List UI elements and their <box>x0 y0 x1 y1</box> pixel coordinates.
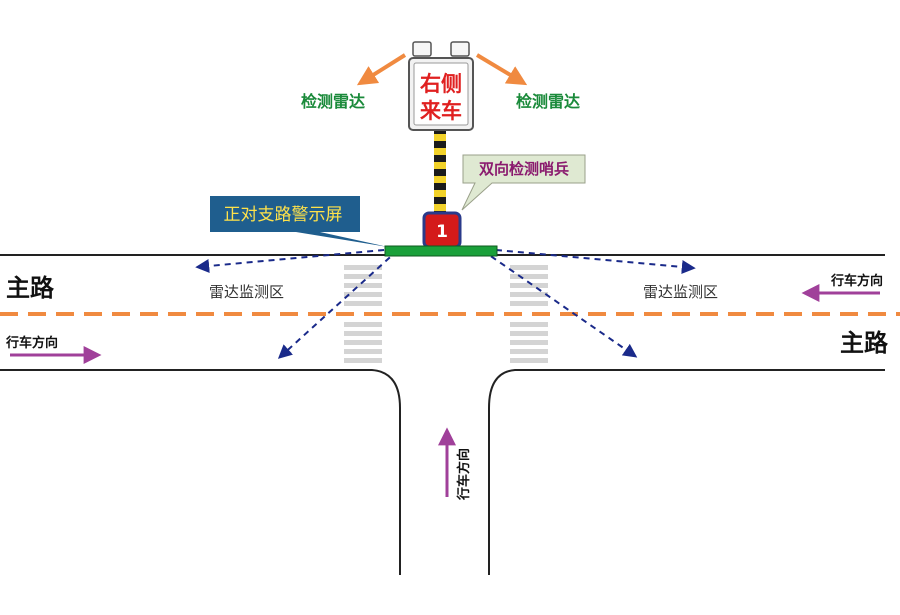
crosswalk-left <box>344 265 382 363</box>
direction-label-branch: 行车方向 <box>456 448 472 501</box>
main-road-bottom-right-edge <box>488 369 885 575</box>
radar-head-right <box>450 41 470 57</box>
radar-beams <box>195 248 696 359</box>
radar-left-arrow <box>356 53 407 86</box>
radar-right-label: 检测雷达 <box>516 92 580 111</box>
sign-line-1: 右侧 <box>420 72 462 96</box>
sign-line-2: 来车 <box>420 99 462 123</box>
radar-zone-label-right: 雷达监测区 <box>643 283 718 301</box>
main-road-label-left: 主路 <box>6 274 55 302</box>
screen-callout: 正对支路警示屏 <box>210 196 388 247</box>
radar-head-left <box>412 41 432 57</box>
direction-label-left: 行车方向 <box>5 335 58 351</box>
radar-zone-label-left: 雷达监测区 <box>209 283 284 301</box>
screen-label: 正对支路警示屏 <box>224 205 343 225</box>
sentinel-callout: 双向检测哨兵 <box>461 154 586 211</box>
main-road-bottom-left-edge <box>0 369 401 575</box>
radar-right-arrow <box>475 53 528 86</box>
direction-label-top-right: 行车方向 <box>830 273 883 289</box>
crosswalk-right <box>510 265 548 363</box>
sentinel-label: 双向检测哨兵 <box>479 160 569 178</box>
sign-pole <box>434 128 446 216</box>
warning-sign-board: 右侧 来车 <box>408 57 474 131</box>
warning-screen-bar <box>384 245 498 257</box>
sentinel-device: 1 <box>422 211 462 249</box>
radar-left-label: 检测雷达 <box>301 92 365 111</box>
sentinel-number: 1 <box>436 222 448 242</box>
main-road-label-right: 主路 <box>840 329 889 357</box>
